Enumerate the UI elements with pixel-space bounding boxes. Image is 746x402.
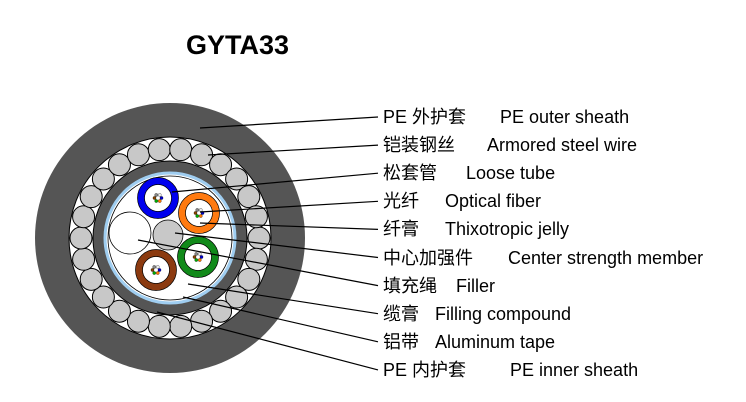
leader-lines <box>137 116 379 371</box>
optical-fiber <box>152 271 156 275</box>
steel-wire <box>91 167 115 191</box>
steel-wire <box>147 138 171 162</box>
optical-fiber <box>155 265 160 269</box>
optical-fiber <box>154 193 158 197</box>
label-en: PE outer sheath <box>500 107 630 127</box>
loose-tube <box>137 177 179 219</box>
loose-tube <box>178 192 220 234</box>
optical-fiber <box>157 268 162 272</box>
label-en: Filler <box>456 275 495 296</box>
loose-tube <box>177 236 219 278</box>
loose-tube-inner-outline <box>144 184 172 212</box>
steel-wire <box>126 309 150 333</box>
label-zh: 光纤 <box>383 191 419 212</box>
steel-wire <box>237 185 261 209</box>
center-strength-member <box>152 219 184 251</box>
optical-fiber <box>195 214 199 218</box>
optical-fiber <box>198 208 203 212</box>
optical-fiber <box>199 255 204 259</box>
label-zh: 铝带 <box>383 331 419 352</box>
leader-line <box>137 239 379 287</box>
optical-fiber <box>198 214 203 218</box>
steel-wire <box>107 153 131 177</box>
optical-fiber <box>195 208 199 212</box>
steel-wire <box>79 267 103 291</box>
loose-tube-inner-outline <box>142 256 170 284</box>
loose-tubes <box>135 177 220 291</box>
optical-fiber <box>194 258 198 262</box>
optical-fiber <box>194 252 198 256</box>
steel-wire <box>225 167 249 191</box>
label-zh: 铠装钢丝 <box>383 135 455 156</box>
label-en: Center strength member <box>508 247 704 268</box>
steel-wire <box>247 226 271 250</box>
optical-fiber <box>192 255 197 259</box>
steel-wire <box>244 247 268 271</box>
steel-wire <box>72 205 96 229</box>
loose-tube-outline <box>178 192 220 234</box>
leader-line <box>199 222 379 230</box>
leader-line <box>199 116 379 129</box>
armored-wires <box>69 138 271 338</box>
label-en: Filling compound <box>435 303 572 324</box>
leader-line <box>156 311 379 371</box>
label-zh: 缆膏 <box>383 303 419 324</box>
optical-fiber <box>154 199 158 203</box>
leader-line <box>174 232 379 259</box>
optical-fiber <box>193 211 198 215</box>
label-en: Loose tube <box>466 163 556 184</box>
label-en: Aluminum tape <box>435 331 556 352</box>
steel-wire <box>147 314 171 338</box>
optical-fiber <box>157 199 162 203</box>
steel-wire <box>237 267 261 291</box>
leader-line <box>182 296 379 343</box>
label-en: Optical fiber <box>445 191 542 212</box>
optical-fiber <box>197 258 202 262</box>
label-en: PE inner sheath <box>510 359 639 380</box>
label-zh: 中心加强件 <box>383 247 473 268</box>
diagram-title: GYTA33 <box>186 30 290 60</box>
steel-wire <box>225 285 249 309</box>
filler-rope <box>108 211 152 255</box>
label-zh: 纤膏 <box>383 219 419 240</box>
steel-wire <box>79 185 103 209</box>
loose-tube-inner-outline <box>185 199 213 227</box>
label-zh: PE 外护套 <box>383 107 467 127</box>
optical-fiber <box>159 196 164 200</box>
leader-line <box>199 200 379 213</box>
label-en: Armored steel wire <box>487 135 638 156</box>
loose-tube-outline <box>137 177 179 219</box>
label-en: Thixotropic jelly <box>445 219 570 240</box>
label-zh: PE 内护套 <box>383 359 467 380</box>
steel-wire <box>244 205 268 229</box>
steel-wire <box>91 285 115 309</box>
optical-fiber <box>157 193 162 197</box>
steel-wire <box>72 247 96 271</box>
steel-wire <box>209 299 233 323</box>
steel-wire <box>126 143 150 167</box>
loose-tube-outline <box>177 236 219 278</box>
steel-wire <box>69 226 93 250</box>
label-zh: 填充绳 <box>383 275 437 296</box>
optical-fiber <box>155 271 160 275</box>
leader-line <box>171 172 379 193</box>
optical-fiber <box>152 196 157 200</box>
loose-tube-inner-outline <box>184 243 212 271</box>
loose-tube <box>135 249 177 291</box>
leader-line <box>187 283 379 315</box>
steel-wire <box>107 299 131 323</box>
label-zh: 松套管 <box>383 163 437 184</box>
optical-fiber <box>152 265 156 269</box>
leader-line <box>207 144 379 156</box>
optical-fiber <box>150 268 155 272</box>
loose-tube-outline <box>135 249 177 291</box>
steel-wire <box>169 138 193 162</box>
optical-fiber <box>197 252 202 256</box>
